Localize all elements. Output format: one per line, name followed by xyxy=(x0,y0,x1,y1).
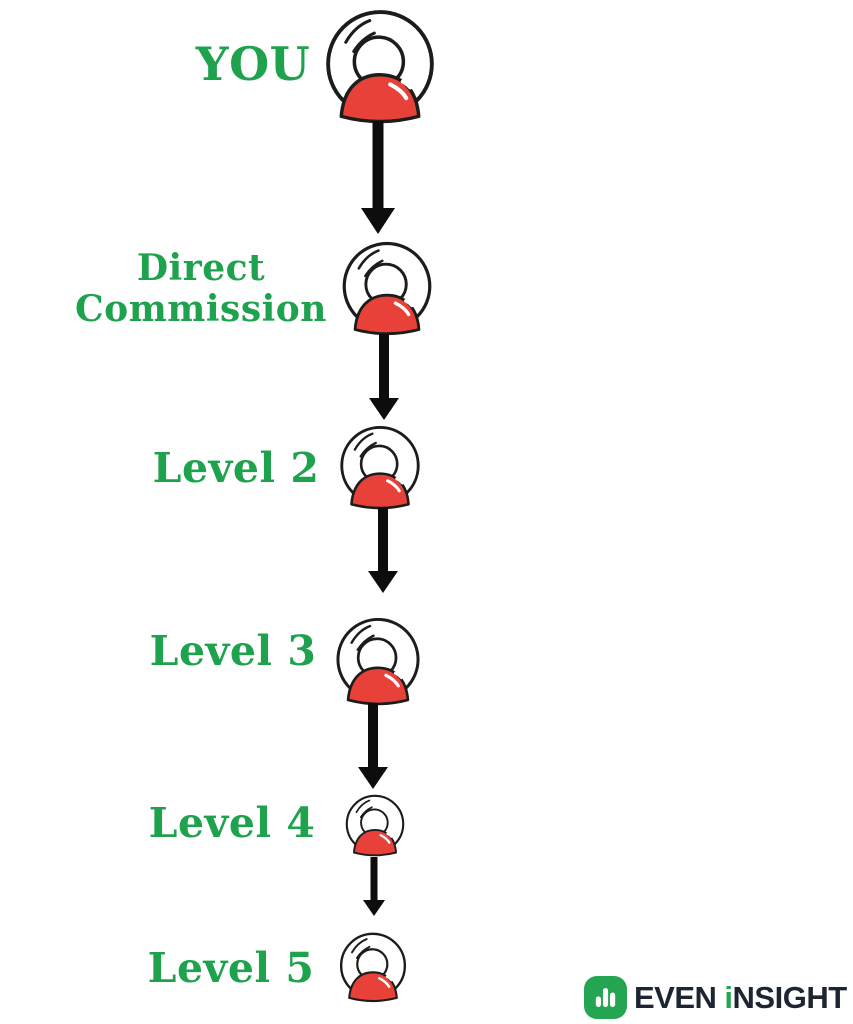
down-arrow-icon xyxy=(358,703,388,789)
node-label-level-3: Level 3 xyxy=(149,627,317,675)
logo-badge xyxy=(584,976,627,1019)
node-label-you: YOU xyxy=(195,37,311,91)
logo-text-nsight: NSIGHT xyxy=(732,979,848,1015)
down-arrow-icon xyxy=(363,857,385,916)
person-icon xyxy=(340,425,420,510)
logo-text-even: EVEN xyxy=(634,979,717,1015)
person-icon xyxy=(336,617,420,706)
node-label-level-2: Level 2 xyxy=(152,444,320,492)
person-icon xyxy=(323,9,437,128)
logo-text-accent-i: i xyxy=(724,979,733,1015)
bar-chart-icon xyxy=(595,988,616,1007)
person-icon xyxy=(342,241,432,336)
person-icon xyxy=(339,932,407,1003)
down-arrow-icon xyxy=(368,507,398,593)
node-label-direct-commission: Direct Commission xyxy=(75,246,327,330)
node-label-level-4: Level 4 xyxy=(148,799,316,847)
down-arrow-icon xyxy=(361,121,395,234)
node-label-level-5: Level 5 xyxy=(147,944,315,992)
down-arrow-icon xyxy=(369,334,399,420)
person-icon xyxy=(345,794,405,857)
